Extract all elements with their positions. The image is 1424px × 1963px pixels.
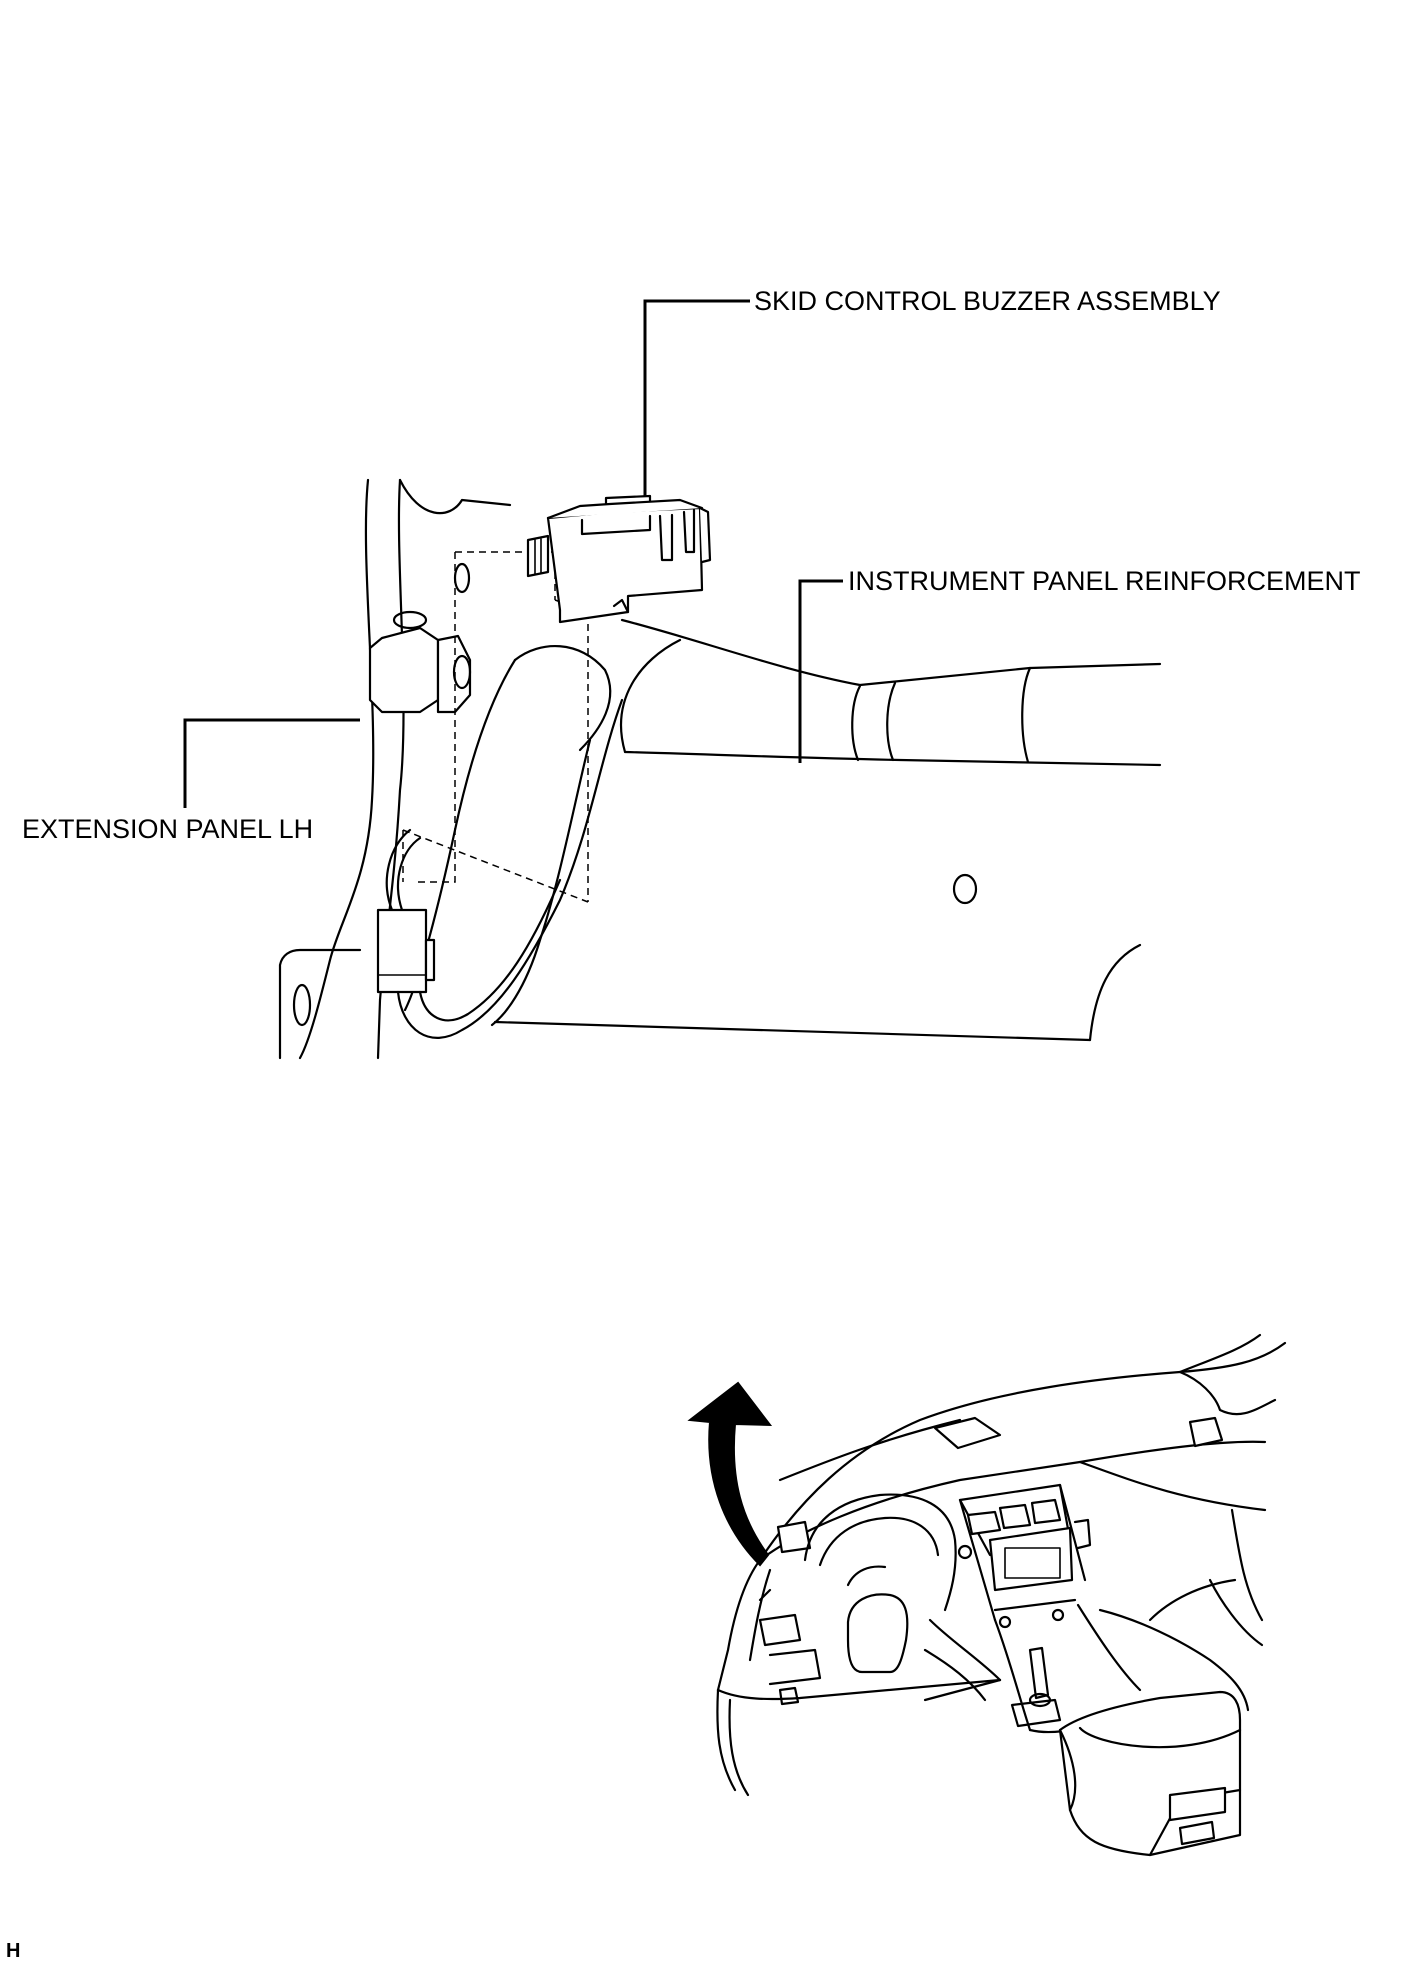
skid-control-buzzer-label: SKID CONTROL BUZZER ASSEMBLY <box>754 286 1221 316</box>
skid-control-buzzer-drawing <box>526 494 712 624</box>
instrument-panel-reinforcement-drawing <box>493 618 1162 1042</box>
nut-drawing <box>368 562 472 714</box>
detail-view: SKID CONTROL BUZZER ASSEMBLY INSTRUMENT … <box>22 286 1361 1060</box>
leader-lines <box>183 299 843 808</box>
direction-arrow <box>687 1381 773 1567</box>
instrument-panel-reinforcement-label: INSTRUMENT PANEL REINFORCEMENT <box>848 566 1361 596</box>
location-view <box>687 1333 1287 1857</box>
connector-drawing <box>376 698 624 1039</box>
extension-panel-label: EXTENSION PANEL LH <box>22 814 313 844</box>
figure-id: H <box>6 1940 20 1962</box>
